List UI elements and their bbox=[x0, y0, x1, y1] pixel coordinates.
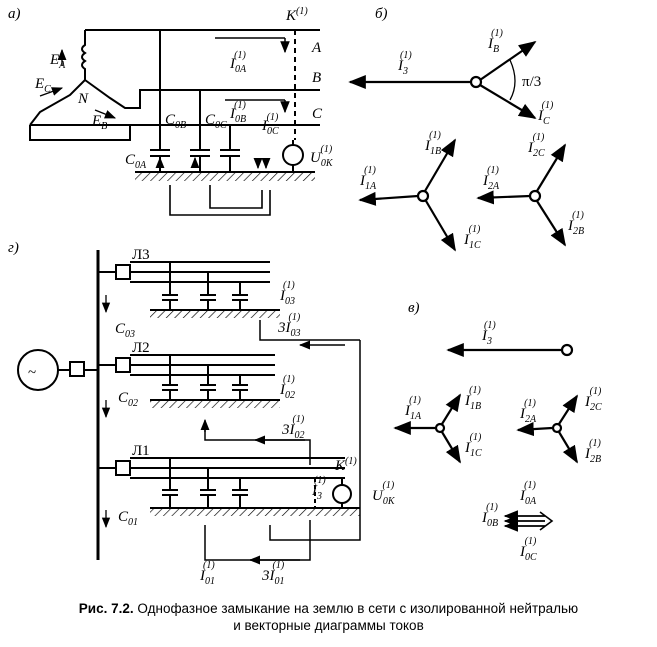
emf-b-label: EB bbox=[91, 113, 107, 132]
line-l3-label: Л3 bbox=[132, 247, 150, 263]
panel-b-labels: б) I3(1) IB(1) IC(1) π/3 I1A(1) I1B(1) I… bbox=[359, 6, 584, 251]
neutral-label: N bbox=[77, 91, 89, 107]
fault-point-label: K(1) bbox=[285, 6, 308, 24]
panel-g bbox=[17, 250, 361, 565]
cap-02-label: C02 bbox=[118, 390, 138, 409]
panel-v bbox=[393, 342, 578, 532]
emf-c-label: EC bbox=[34, 76, 51, 95]
line-l1-label: Л1 bbox=[132, 443, 150, 459]
panel-v-labels: в) I3(1) I1A(1) I1B(1) I1C(1) I2A(1) I2C… bbox=[404, 300, 602, 563]
voltage-0k-label: U0K(1) bbox=[310, 144, 334, 169]
panel-a bbox=[29, 29, 320, 216]
cap-0b-label: C0B bbox=[165, 112, 186, 131]
phase-c-label: C bbox=[312, 106, 323, 122]
current-0a-label: I0A(1) bbox=[229, 50, 247, 75]
v-i3-label: I3(1) bbox=[481, 320, 496, 347]
phase-a-label: A bbox=[311, 40, 322, 56]
panel-g-label: г) bbox=[8, 240, 19, 256]
b-i2a-label: I2A(1) bbox=[482, 165, 500, 192]
figure-diagram: а) K(1) A B C N EA EC EB C0A C0B C0C I0A… bbox=[8, 6, 602, 587]
v-i1b-label: I1B(1) bbox=[464, 385, 481, 412]
v-i2a-label: I2A(1) bbox=[519, 398, 537, 425]
current-0b-label: I0B(1) bbox=[229, 100, 246, 125]
emf-a-label: EA bbox=[49, 52, 66, 71]
v-i2b-label: I2B(1) bbox=[584, 438, 601, 465]
cap-01-label: C01 bbox=[118, 509, 138, 528]
b-i3-label: I3(1) bbox=[397, 50, 412, 77]
i01-label: I01(1) bbox=[199, 560, 215, 587]
caption-line2: и векторные диаграммы токов bbox=[233, 618, 424, 633]
source-symbol: ~ bbox=[28, 365, 36, 381]
v-i0a-label: I0A(1) bbox=[519, 480, 537, 507]
current-0c-label: I0C(1) bbox=[261, 112, 279, 137]
g-voltage-label: U0K(1) bbox=[372, 480, 396, 507]
panel-v-label: в) bbox=[408, 300, 420, 316]
angle-label: π/3 bbox=[522, 74, 541, 90]
panel-g-labels: г) ~ Л3 Л2 Л1 C03 C02 C01 I03(1) I02(1) … bbox=[8, 240, 396, 587]
cap-0c-label: C0C bbox=[205, 112, 227, 131]
caption-line1: Однофазное замыкание на землю в сети с и… bbox=[137, 601, 579, 616]
panel-b bbox=[348, 40, 566, 252]
i02-label: I02(1) bbox=[279, 374, 295, 401]
cap-0a-label: C0A bbox=[125, 152, 147, 171]
b-i1c-label: I1C(1) bbox=[463, 224, 481, 251]
v-i1c-label: I1C(1) bbox=[464, 432, 482, 459]
i03-label: I03(1) bbox=[279, 280, 295, 307]
cap-03-label: C03 bbox=[115, 321, 135, 340]
b-ic-label: IC(1) bbox=[537, 100, 554, 127]
caption-lead: Рис. 7.2. bbox=[78, 601, 134, 616]
panel-b-label: б) bbox=[375, 6, 388, 22]
figure-caption: Рис. 7.2. Однофазное замыкание на землю … bbox=[0, 600, 657, 634]
b-ib-label: IB(1) bbox=[487, 28, 503, 55]
3i02-label: 3I02(1) bbox=[281, 414, 305, 441]
v-i2c-label: I2C(1) bbox=[584, 386, 602, 413]
phase-b-label: B bbox=[312, 70, 321, 86]
line-l2-label: Л2 bbox=[132, 340, 150, 356]
b-i1b-label: I1B(1) bbox=[424, 130, 441, 157]
3i03-label: 3I03(1) bbox=[277, 312, 301, 339]
b-i1a-label: I1A(1) bbox=[359, 165, 377, 192]
v-i0b-label: I0B(1) bbox=[481, 502, 498, 529]
3i01-label: 3I01(1) bbox=[261, 560, 285, 587]
panel-a-label: а) bbox=[8, 6, 21, 22]
g-i3-label: I3(1) bbox=[311, 475, 326, 502]
v-i1a-label: I1A(1) bbox=[404, 395, 422, 422]
v-i0c-label: I0C(1) bbox=[519, 536, 537, 563]
b-i2c-label: I2C(1) bbox=[527, 132, 545, 159]
b-i2b-label: I2B(1) bbox=[567, 210, 584, 237]
g-fault-label: K(1) bbox=[334, 456, 357, 474]
panel-a-labels: а) K(1) A B C N EA EC EB C0A C0B C0C I0A… bbox=[8, 6, 334, 171]
